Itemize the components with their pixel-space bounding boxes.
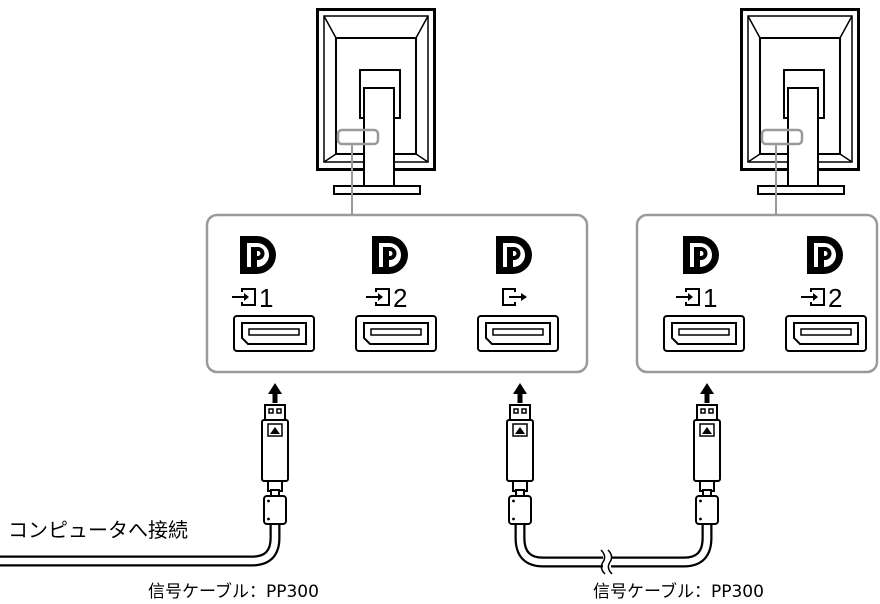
port-number: 1 bbox=[703, 283, 717, 313]
connect-to-computer-label: コンピュータへ接続 bbox=[8, 518, 188, 542]
port-area-highlight bbox=[336, 128, 380, 146]
monitor-1 bbox=[316, 8, 436, 215]
arrow-up-icon bbox=[268, 383, 282, 403]
cable-fill bbox=[516, 520, 711, 566]
displayport-output bbox=[477, 315, 559, 352]
displayport-input-2 bbox=[355, 315, 437, 352]
displayport-plug bbox=[693, 404, 721, 525]
displayport-plug bbox=[261, 404, 289, 525]
port-panel-1: 1 2 bbox=[205, 213, 589, 374]
displayport-input-1 bbox=[663, 315, 745, 352]
signal-cable-2 bbox=[506, 404, 721, 575]
displayport-input-2 bbox=[785, 315, 867, 352]
port-number: 2 bbox=[393, 283, 407, 313]
cable-label-1: 信号ケーブル：PP300 bbox=[148, 581, 319, 602]
arrow-up-icon bbox=[513, 383, 527, 403]
arrow-up-icon bbox=[700, 383, 714, 403]
monitor-rear-view bbox=[740, 8, 860, 196]
monitor-rear-view bbox=[316, 8, 436, 196]
port-area-highlight bbox=[760, 128, 804, 146]
monitor-2 bbox=[740, 8, 860, 215]
cable-break-mark bbox=[600, 549, 613, 575]
port-number: 1 bbox=[259, 283, 273, 313]
cable-label-2: 信号ケーブル：PP300 bbox=[593, 581, 764, 602]
port-number: 2 bbox=[828, 283, 842, 313]
cable-outline bbox=[514, 520, 713, 568]
signal-cable-1 bbox=[0, 404, 289, 567]
displayport-input-1 bbox=[233, 315, 315, 352]
cable-fill bbox=[0, 520, 279, 565]
port-panel-2: 1 2 bbox=[635, 213, 879, 374]
displayport-plug bbox=[506, 404, 534, 525]
